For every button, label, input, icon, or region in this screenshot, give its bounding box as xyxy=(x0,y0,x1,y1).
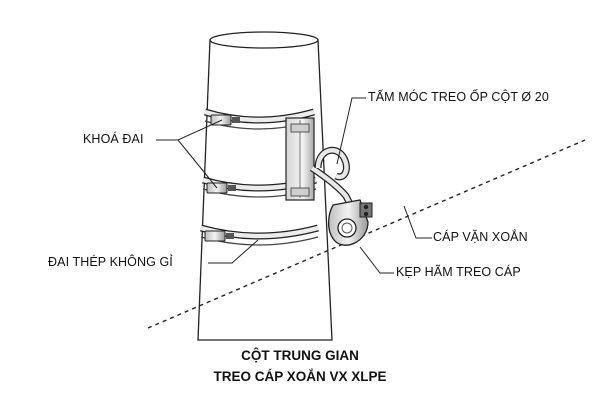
leader-stainless-band xyxy=(208,239,259,264)
leader-twisted-cable xyxy=(403,205,432,239)
label-hook-plate: TẤM MÓC TREO ỐP CỘT Ø 20 xyxy=(368,90,549,104)
leader-lines xyxy=(156,97,432,274)
leader-band-buckle-2 xyxy=(177,139,218,189)
label-suspension-clamp: KẸP HÃM TREO CÁP xyxy=(396,265,521,279)
leader-suspension-clamp xyxy=(359,246,394,274)
label-band-buckle: KHOÁ ĐAI xyxy=(83,132,144,146)
caption-line-1: CỘT TRUNG GIAN xyxy=(241,348,359,363)
band-bottom xyxy=(200,224,319,246)
suspension-clamp xyxy=(327,199,373,246)
label-twisted-cable: CÁP VẶN XOẮN xyxy=(433,230,528,244)
leader-hook-plate xyxy=(336,97,366,165)
caption-line-2: TREO CÁP XOẮN VX XLPE xyxy=(213,369,387,384)
label-stainless-band: ĐAI THÉP KHÔNG GỈ xyxy=(48,255,173,269)
hook-plate xyxy=(285,117,356,210)
